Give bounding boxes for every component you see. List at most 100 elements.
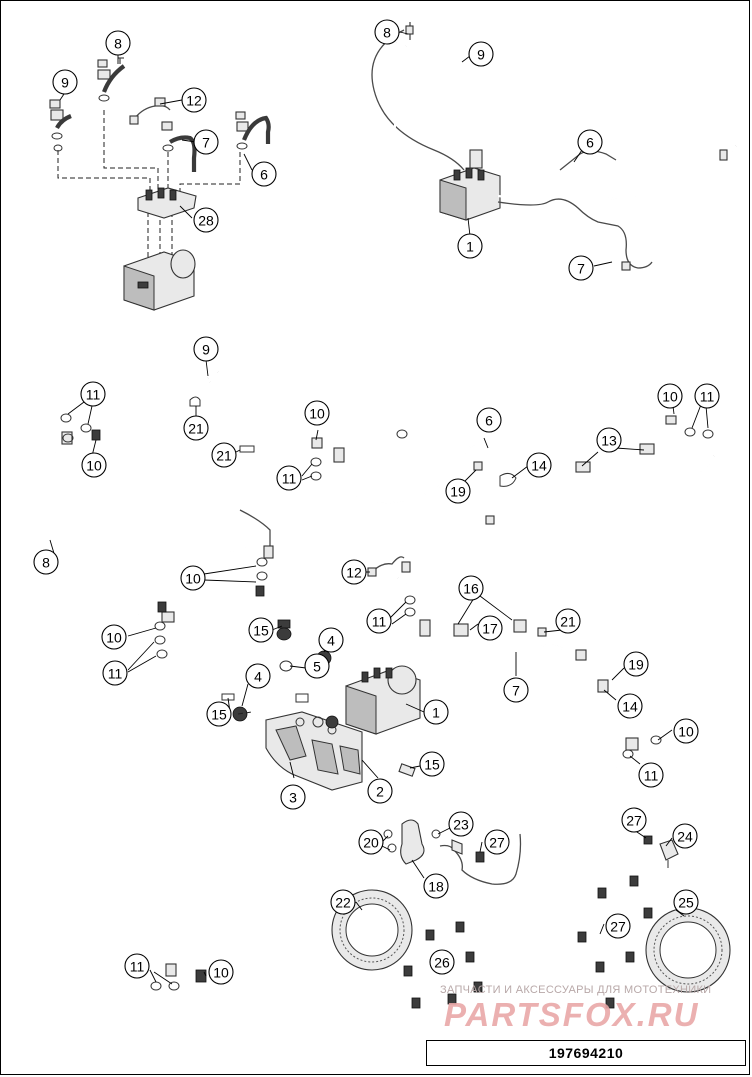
callout-circle xyxy=(251,161,277,187)
rear-brake-line-7 xyxy=(367,556,662,782)
callout-m-10b: 10 xyxy=(180,565,206,591)
top-left-abs-assembly xyxy=(49,57,271,311)
callout-circle xyxy=(101,624,127,650)
callout-circle xyxy=(638,762,664,788)
callout-number: 20 xyxy=(363,835,379,851)
callout-m-11c: 11 xyxy=(276,465,302,491)
callout-number: 15 xyxy=(253,623,269,639)
callout-number: 21 xyxy=(560,614,576,630)
callout-number: 9 xyxy=(477,47,485,63)
callout-circle xyxy=(429,949,455,975)
callout-m-13: 13 xyxy=(596,427,622,453)
callout-number: 23 xyxy=(453,817,469,833)
callout-circle xyxy=(124,953,150,979)
callout-number: 11 xyxy=(108,666,123,682)
callout-m-9: 9 xyxy=(193,336,219,362)
callout-circle xyxy=(366,608,392,634)
watermark-logo: PARTSFOX.RU xyxy=(444,996,700,1033)
callout-number: 9 xyxy=(202,342,210,358)
callout-circle xyxy=(448,811,474,837)
callout-number: 17 xyxy=(482,621,498,637)
callout-number: 14 xyxy=(531,458,547,474)
callout-circle xyxy=(484,829,510,855)
callout-l-3: 3 xyxy=(280,784,306,810)
callout-circle xyxy=(102,660,128,686)
callout-b-25: 25 xyxy=(673,889,699,915)
watermark-caption: ЗАПЧАСТИ И АКСЕССУАРЫ ДЛЯ МОТОТЕХНИКИ xyxy=(440,984,712,996)
callout-circle xyxy=(105,30,131,56)
callout-circle xyxy=(181,87,207,113)
callout-m-10d: 10 xyxy=(304,400,330,426)
callout-number: 12 xyxy=(346,565,362,581)
callout-circle xyxy=(568,255,594,281)
callout-m-10a: 10 xyxy=(81,452,107,478)
callout-number: 21 xyxy=(216,448,232,464)
callout-number: 15 xyxy=(211,707,227,723)
callout-top-8: 8 xyxy=(105,30,131,56)
callout-m-21b: 21 xyxy=(211,442,237,468)
wheel-sensor-assembly xyxy=(331,819,731,1009)
callout-number: 27 xyxy=(610,919,626,935)
callout-tr-8: 8 xyxy=(374,19,400,45)
callout-number: 18 xyxy=(428,879,444,895)
callout-circle xyxy=(657,383,683,409)
callout-l-15b: 15 xyxy=(206,701,232,727)
callout-number: 13 xyxy=(601,433,617,449)
callout-circle xyxy=(358,829,384,855)
callout-circle xyxy=(280,784,306,810)
callout-number: 27 xyxy=(489,835,505,851)
callout-tr-9: 9 xyxy=(468,41,494,67)
callout-circle xyxy=(526,452,552,478)
callout-bl-11: 11 xyxy=(124,953,150,979)
callout-number: 11 xyxy=(644,768,659,784)
callout-circle xyxy=(621,807,647,833)
callout-number: 15 xyxy=(424,757,440,773)
callout-number: 21 xyxy=(188,421,204,437)
callout-circle xyxy=(208,959,234,985)
callout-circle xyxy=(193,207,219,233)
callout-number: 4 xyxy=(254,669,262,685)
callout-l-5: 5 xyxy=(304,653,330,679)
callout-number: 6 xyxy=(260,167,268,183)
callout-b-26: 26 xyxy=(429,949,455,975)
callout-circle xyxy=(419,751,445,777)
callout-b-18: 18 xyxy=(423,873,449,899)
callout-b-22: 22 xyxy=(330,889,356,915)
callout-number: 8 xyxy=(42,555,50,571)
callout-r-11b: 11 xyxy=(638,762,664,788)
callout-top-7: 7 xyxy=(193,129,219,155)
callout-m-19a: 19 xyxy=(445,478,471,504)
callout-number: 2 xyxy=(376,784,384,800)
callout-l-4b: 4 xyxy=(245,663,271,689)
callout-number: 19 xyxy=(450,484,466,500)
callout-r-10: 10 xyxy=(673,718,699,744)
callout-b-23: 23 xyxy=(448,811,474,837)
callout-bl-10: 10 xyxy=(208,959,234,985)
callout-circle xyxy=(503,677,529,703)
callout-circle xyxy=(341,559,367,585)
callout-r-19: 19 xyxy=(623,651,649,677)
callout-m-11d: 11 xyxy=(694,383,720,409)
callout-number: 10 xyxy=(309,406,325,422)
callout-b-20: 20 xyxy=(358,829,384,855)
callout-circle xyxy=(457,233,483,259)
callout-b-27c: 27 xyxy=(605,913,631,939)
callout-l-15c: 15 xyxy=(419,751,445,777)
callout-r-16: 16 xyxy=(458,575,484,601)
callout-b-24: 24 xyxy=(672,823,698,849)
callout-l-15a: 15 xyxy=(248,617,274,643)
front-brake-lines xyxy=(13,371,274,1022)
callout-circle xyxy=(423,873,449,899)
callout-number: 11 xyxy=(130,959,145,975)
callout-circle xyxy=(423,699,449,725)
callout-circle xyxy=(577,129,603,155)
callout-circle xyxy=(33,549,59,575)
callout-number: 7 xyxy=(577,261,585,277)
top-right-routing xyxy=(371,22,737,466)
callout-l-1: 1 xyxy=(423,699,449,725)
callout-m-21a: 21 xyxy=(183,415,209,441)
callout-number: 3 xyxy=(289,790,297,806)
callout-number: 16 xyxy=(463,581,479,597)
callout-l-2: 2 xyxy=(367,778,393,804)
